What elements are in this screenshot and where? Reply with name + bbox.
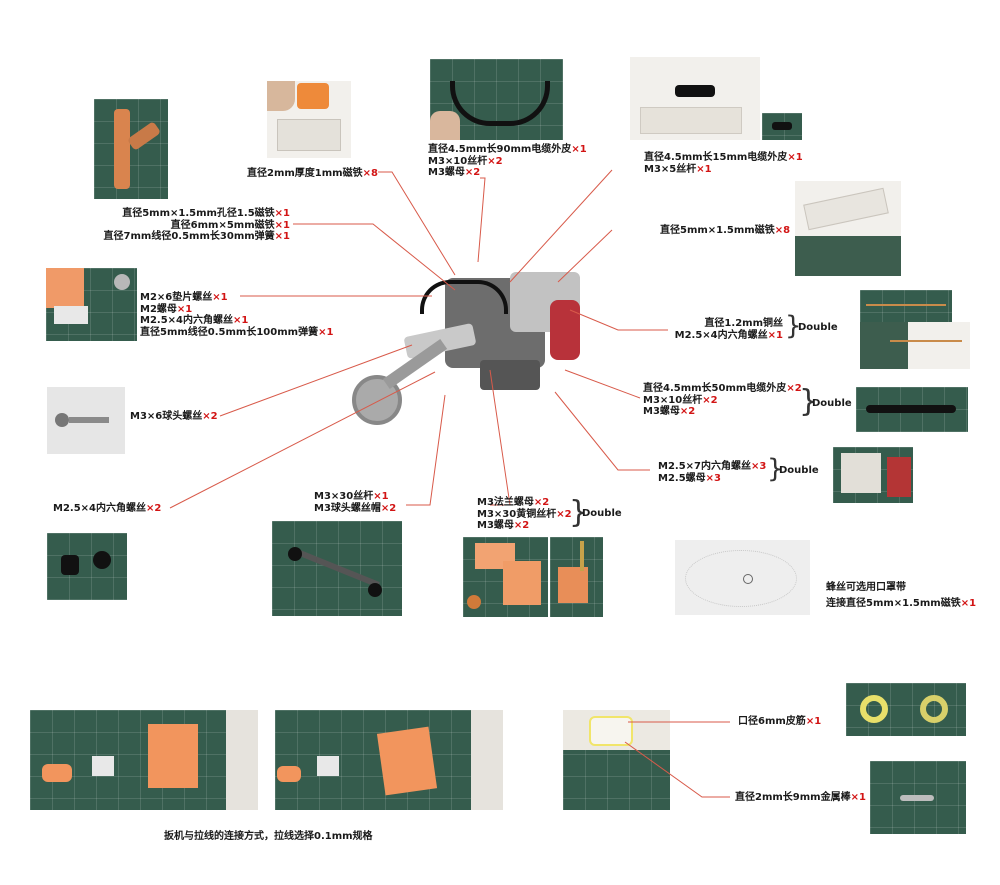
label-text: 直径2mm厚度1mm磁铁 bbox=[247, 168, 363, 179]
photo-metal-rod bbox=[870, 761, 966, 834]
photo-flange-right bbox=[550, 537, 603, 617]
label-rubber: 口径6mm皮筋×1 bbox=[738, 716, 822, 727]
photo-trigger-left bbox=[30, 710, 258, 810]
label-ball-screw: M3×6球头螺丝×2 bbox=[130, 411, 218, 422]
photo-flange-left bbox=[463, 537, 548, 617]
label-cable-15: 直径4.5mm长15mm电缆外皮×1 M3×5丝杆×1 bbox=[644, 152, 803, 175]
label-line: M3×30丝杆×1 bbox=[314, 491, 389, 502]
trigger-caption: 扳机与拉线的连接方式，拉线选择0.1mm规格 bbox=[164, 831, 373, 842]
label-m3x30: M3×30丝杆×1 M3球头螺丝帽×2 bbox=[314, 491, 396, 514]
label-line: M3螺母×2 bbox=[428, 167, 481, 178]
photo-trigger-right bbox=[275, 710, 503, 810]
brace-icon: } bbox=[767, 454, 784, 484]
photo-cable-15 bbox=[630, 57, 760, 140]
photo-cable-90 bbox=[430, 59, 563, 140]
photo-cable-50 bbox=[856, 387, 968, 432]
label-m2-set: M2×6垫片螺丝×1 M2螺母×1 M2.5×4内六角螺丝×1 直径5mm线径0… bbox=[140, 292, 333, 338]
label-line: M2.5×4内六角螺丝×1 bbox=[674, 329, 783, 341]
label-line: M3球头螺丝帽×2 bbox=[314, 502, 397, 514]
label-qty: ×8 bbox=[362, 168, 378, 179]
double-tag: Double bbox=[779, 465, 819, 476]
photo-string bbox=[675, 540, 810, 615]
label-line: M2.5×7内六角螺丝×3 bbox=[658, 461, 767, 472]
brace-icon: } bbox=[799, 384, 819, 419]
photo-ball-screws bbox=[47, 387, 125, 454]
label-line: M2螺母×1 bbox=[140, 303, 193, 315]
label-magnet-2x1: 直径2mm厚度1mm磁铁×8 bbox=[247, 168, 378, 180]
label-line: 直径5mm线径0.5mm长100mm弹簧×1 bbox=[140, 326, 334, 338]
label-line: M3×5丝杆×1 bbox=[644, 163, 712, 175]
label-m25x4: M2.5×4内六角螺丝×2 bbox=[53, 503, 162, 514]
label-m25x7: M2.5×7内六角螺丝×3 M2.5螺母×3 bbox=[658, 461, 766, 484]
photo-rubber-band bbox=[846, 683, 966, 736]
photo-cable-15-small bbox=[762, 113, 802, 140]
label-cable-90: 直径4.5mm长90mm电缆外皮×1 M3×10丝杆×2 M3螺母×2 bbox=[428, 144, 587, 179]
photo-copper-wire-part bbox=[860, 322, 970, 369]
label-magnet-5x15: 直径5mm×1.5mm磁铁×8 bbox=[660, 225, 791, 236]
label-line: 直径1.2mm铜丝 bbox=[704, 318, 783, 329]
photo-spring-screws bbox=[94, 99, 168, 199]
photo-m2-parts bbox=[46, 268, 137, 341]
label-line: 直径5mm×1.5mm孔径1.5磁铁×1 bbox=[122, 208, 290, 219]
label-line: 直径4.5mm长50mm电缆外皮×2 bbox=[643, 383, 802, 394]
label-line: 直径7mm线径0.5mm长30mm弹簧×1 bbox=[103, 231, 290, 242]
label-line: M3螺母×2 bbox=[643, 406, 696, 417]
label-copper-wire: 直径1.2mm铜丝 M2.5×4内六角螺丝×1 bbox=[675, 318, 783, 341]
photo-main-assembly bbox=[350, 250, 600, 435]
label-line: 连接直径5mm×1.5mm磁铁×1 bbox=[826, 598, 977, 609]
brace-icon: } bbox=[569, 495, 589, 530]
label-line: 蜂丝可选用口罩带 bbox=[826, 582, 906, 593]
label-line: 直径6mm×5mm磁铁×1 bbox=[170, 219, 290, 231]
label-line: 直径4.5mm长15mm电缆外皮×1 bbox=[644, 152, 803, 163]
label-line: M3×10丝杆×2 bbox=[428, 155, 503, 167]
label-line: M2.5螺母×3 bbox=[658, 472, 722, 484]
photo-m25x4 bbox=[47, 533, 127, 600]
brace-icon: } bbox=[785, 311, 802, 341]
label-line: M3螺母×2 bbox=[477, 520, 530, 531]
photo-magnet-part bbox=[267, 81, 351, 158]
label-line: M2.5×4内六角螺丝×1 bbox=[140, 315, 249, 326]
photo-m3x30 bbox=[272, 521, 402, 616]
double-tag: Double bbox=[812, 398, 852, 409]
photo-m25x7 bbox=[833, 447, 913, 503]
photo-rubber-assembly bbox=[563, 710, 670, 810]
label-spring-set: 直径5mm×1.5mm孔径1.5磁铁×1 直径6mm×5mm磁铁×1 直径7mm… bbox=[104, 208, 290, 243]
label-string: 蜂丝可选用口罩带 连接直径5mm×1.5mm磁铁×1 bbox=[826, 580, 976, 612]
label-line: M3法兰螺母×2 bbox=[477, 497, 550, 508]
photo-magnet-5x15 bbox=[795, 181, 901, 276]
label-metal-rod: 直径2mm长9mm金属棒×1 bbox=[735, 792, 866, 803]
label-line: 直径4.5mm长90mm电缆外皮×1 bbox=[428, 144, 587, 155]
photo-copper-wire bbox=[860, 290, 952, 322]
label-line: M3×10丝杆×2 bbox=[643, 394, 718, 406]
label-line: M3×30黄铜丝杆×2 bbox=[477, 508, 572, 520]
label-cable-50: 直径4.5mm长50mm电缆外皮×2 M3×10丝杆×2 M3螺母×2 bbox=[643, 383, 802, 418]
label-flange: M3法兰螺母×2 M3×30黄铜丝杆×2 M3螺母×2 bbox=[477, 497, 572, 532]
double-tag: Double bbox=[582, 508, 622, 519]
double-tag: Double bbox=[798, 322, 838, 333]
label-line: M2×6垫片螺丝×1 bbox=[140, 292, 228, 303]
